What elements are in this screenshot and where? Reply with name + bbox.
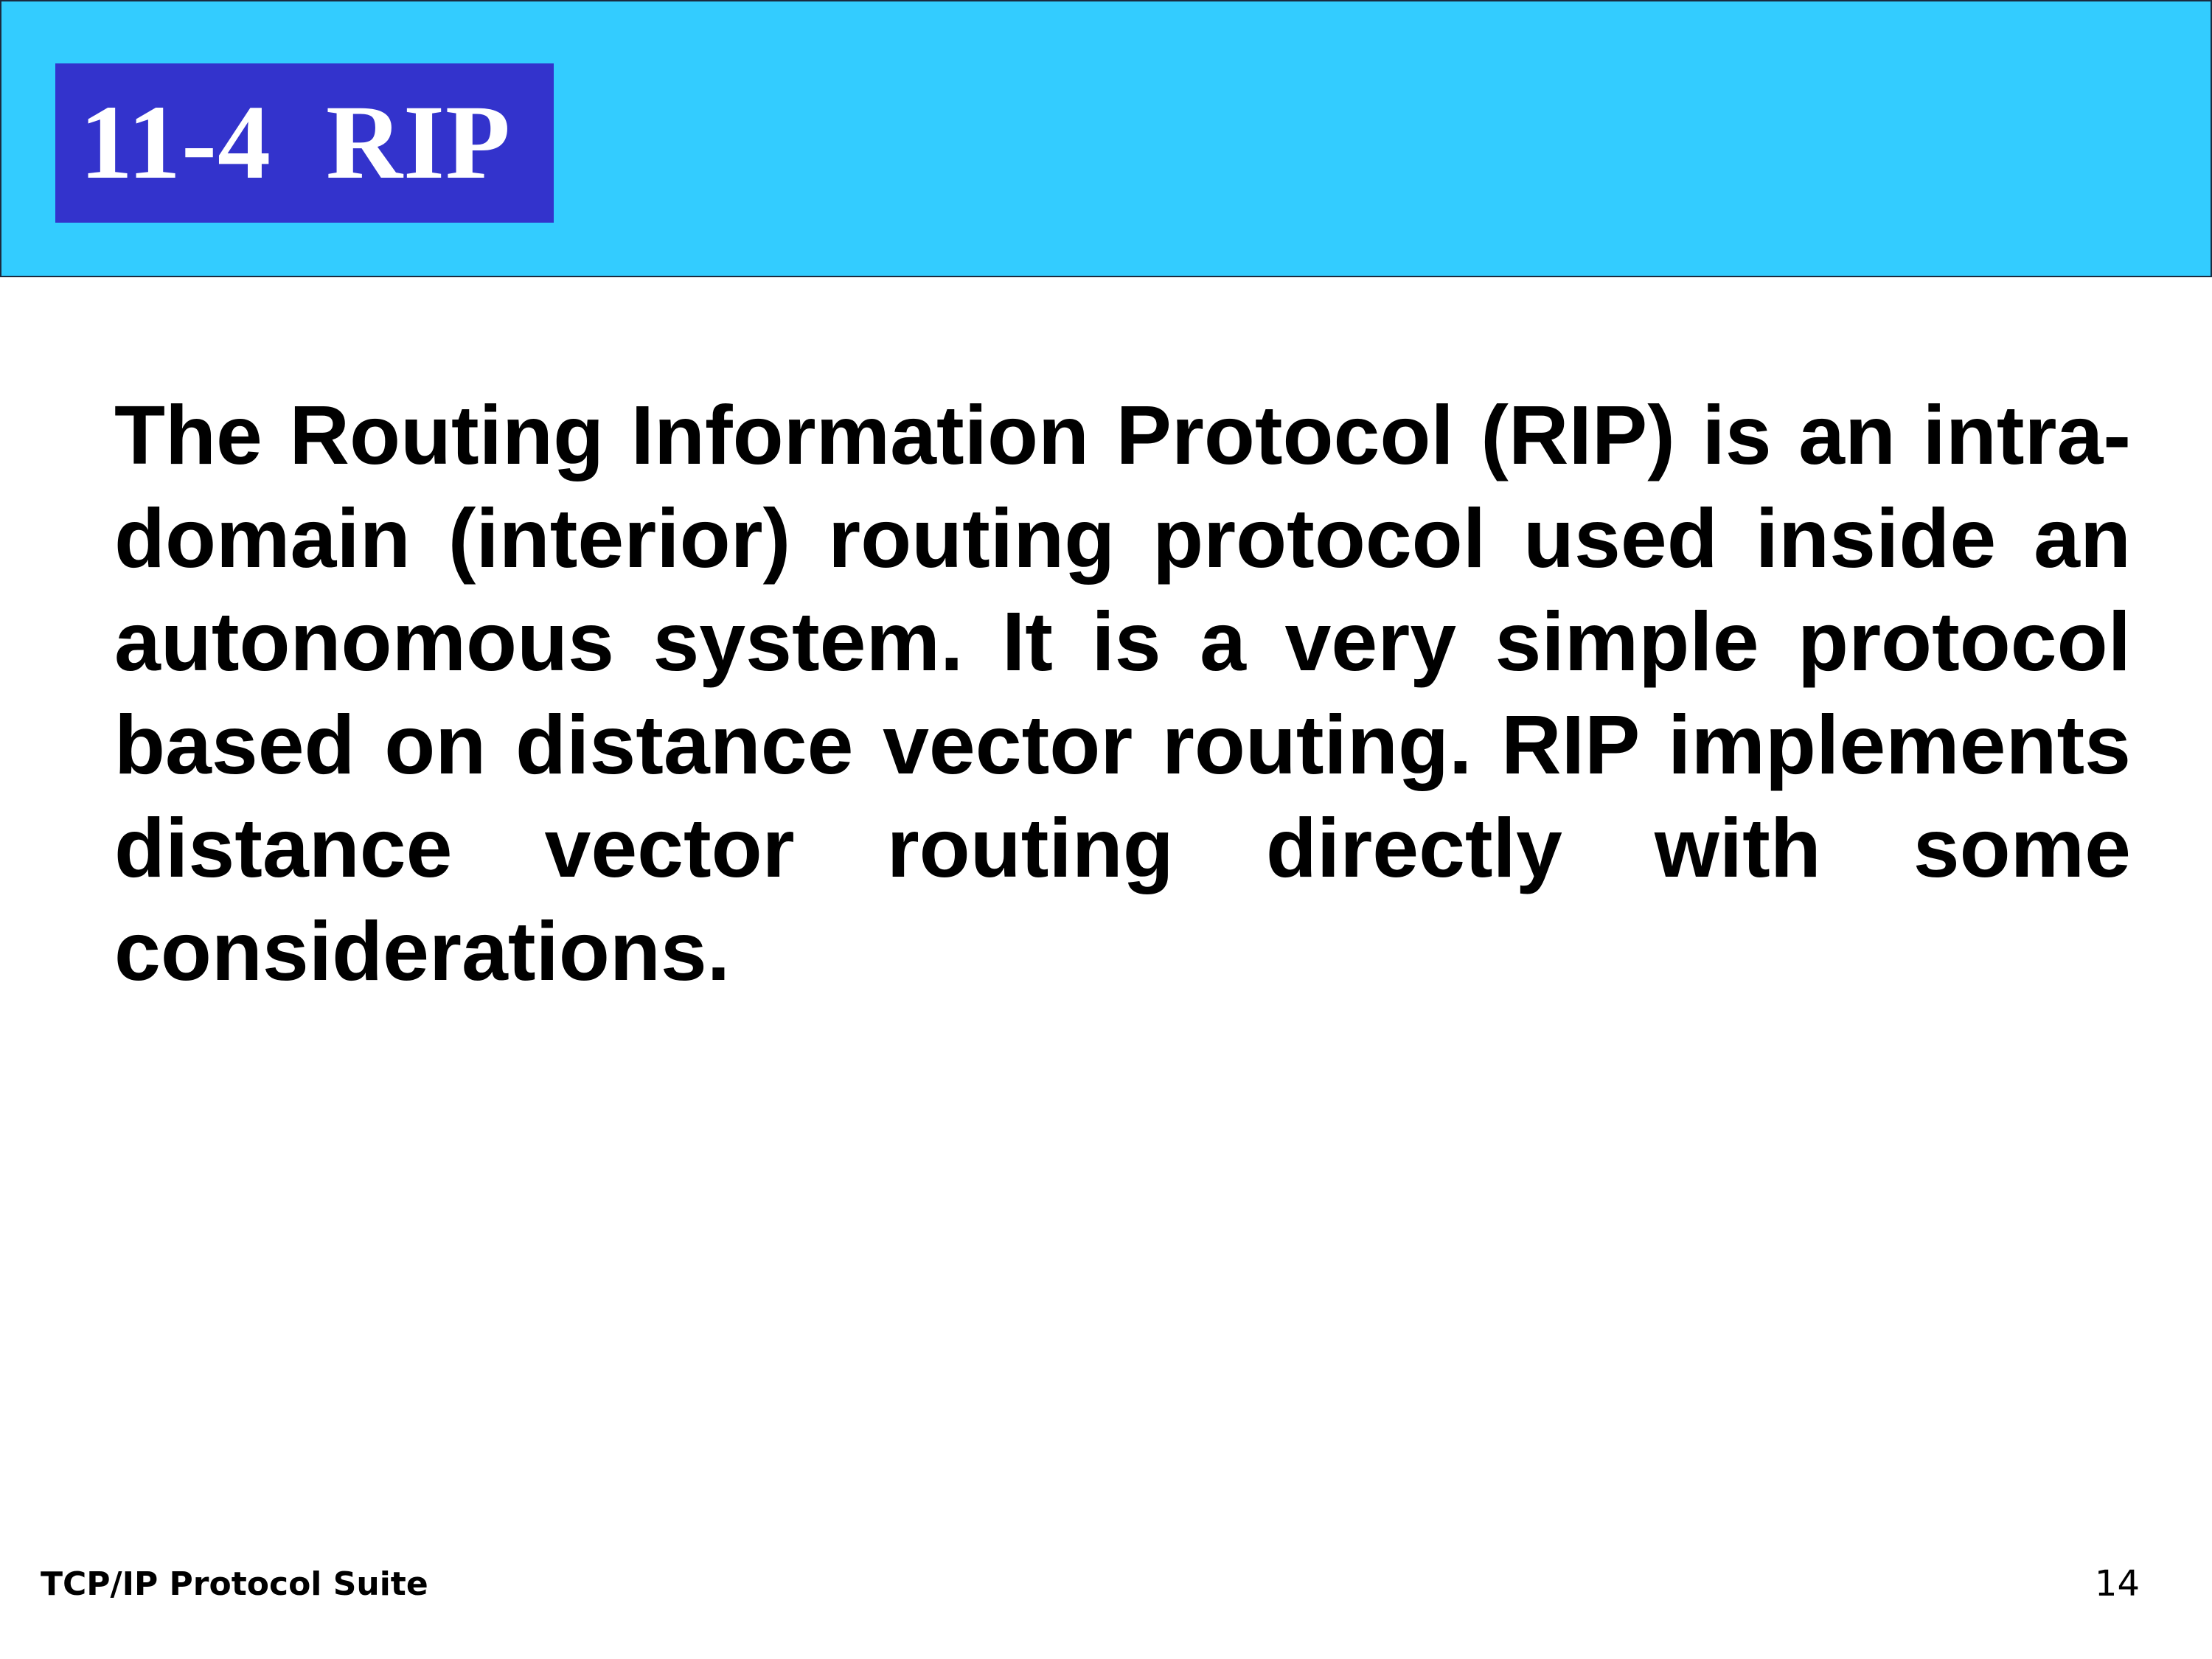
page-number: 14 (2094, 1563, 2140, 1604)
title-box: 11-4 RIP (55, 63, 554, 223)
footer-course-title: TCP/IP Protocol Suite (41, 1565, 428, 1603)
slide-title: 11-4 RIP (80, 84, 511, 201)
body-paragraph: The Routing Information Protocol (RIP) i… (114, 389, 2131, 998)
header-band: 11-4 RIP (0, 0, 2212, 277)
